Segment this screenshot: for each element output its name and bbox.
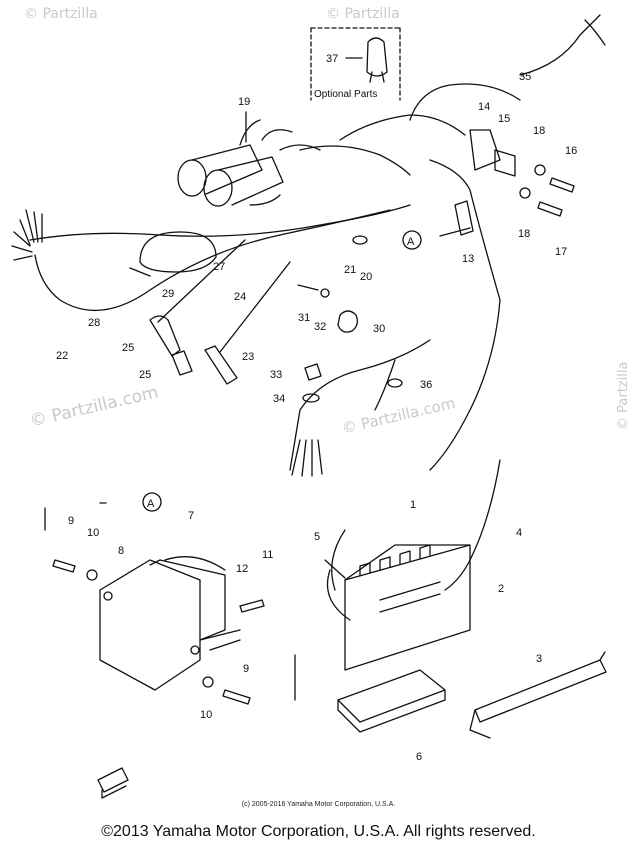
marker-a-bottom bbox=[142, 492, 162, 512]
marker-a-bottom-label: A bbox=[147, 498, 155, 510]
callout-21: 21 bbox=[344, 264, 356, 276]
callout-23: 23 bbox=[242, 351, 254, 363]
callout-22: 22 bbox=[56, 350, 68, 362]
callout-33: 33 bbox=[270, 369, 282, 381]
callout-9a: 9 bbox=[68, 515, 74, 527]
callout-9b: 9 bbox=[243, 663, 249, 675]
callout-29: 29 bbox=[162, 288, 174, 300]
starter-relay-bracket bbox=[439, 129, 575, 237]
callout-19: 19 bbox=[238, 96, 250, 108]
bolts bbox=[52, 559, 265, 705]
horn bbox=[129, 231, 217, 277]
callout-35: 35 bbox=[519, 71, 531, 83]
fuse-holder bbox=[97, 767, 129, 799]
callout-2: 2 bbox=[498, 583, 504, 595]
callout-20: 20 bbox=[360, 271, 372, 283]
callout-25b: 25 bbox=[139, 369, 151, 381]
callout-15: 15 bbox=[498, 113, 510, 125]
battery-band bbox=[469, 651, 607, 739]
callout-30: 30 bbox=[373, 323, 385, 335]
callout-11: 11 bbox=[262, 549, 273, 561]
battery bbox=[324, 544, 471, 671]
callout-18a: 18 bbox=[533, 125, 545, 137]
callout-16: 16 bbox=[565, 145, 577, 157]
battery-case bbox=[337, 669, 446, 733]
callout-25a: 25 bbox=[122, 342, 134, 354]
wire-harness bbox=[11, 14, 606, 477]
copyright-notice: ©2013 Yamaha Motor Corporation, U.S.A. A… bbox=[101, 823, 536, 840]
leads bbox=[331, 459, 501, 591]
callout-37: 37 bbox=[326, 53, 338, 65]
ignition-coils bbox=[177, 111, 321, 207]
dash-marks bbox=[44, 502, 296, 701]
callout-13: 13 bbox=[462, 253, 474, 265]
optional-parts-label: Optional Parts bbox=[314, 89, 377, 100]
callout-7: 7 bbox=[188, 510, 194, 522]
callout-1: 1 bbox=[410, 499, 416, 511]
marker-a-top-label: A bbox=[407, 236, 415, 248]
diagram-credit: (c) 2005-2016 Yamaha Motor Corporation, … bbox=[241, 801, 396, 808]
callout-36: 36 bbox=[420, 379, 432, 391]
callout-27: 27 bbox=[213, 261, 225, 273]
callout-17: 17 bbox=[555, 246, 567, 258]
optional-parts-box bbox=[310, 27, 401, 101]
watermark-top-center: © Partzilla bbox=[326, 6, 400, 22]
callout-34: 34 bbox=[273, 393, 285, 405]
callout-24: 24 bbox=[234, 291, 246, 303]
callout-3: 3 bbox=[536, 653, 542, 665]
callout-10a: 10 bbox=[87, 527, 99, 539]
callout-28: 28 bbox=[88, 317, 100, 329]
regulator-bracket bbox=[99, 556, 241, 691]
watermark-top-left: © Partzilla bbox=[24, 6, 98, 22]
callout-32: 32 bbox=[314, 321, 326, 333]
callout-31: 31 bbox=[298, 312, 310, 324]
callout-5: 5 bbox=[314, 531, 320, 543]
callout-14: 14 bbox=[478, 101, 490, 113]
callout-18b: 18 bbox=[518, 228, 530, 240]
callout-8: 8 bbox=[118, 545, 124, 557]
callout-4: 4 bbox=[516, 527, 522, 539]
callout-6: 6 bbox=[416, 751, 422, 763]
neutral-switch bbox=[297, 235, 403, 403]
plug-caps bbox=[149, 239, 291, 385]
marker-a-top bbox=[402, 230, 422, 250]
callout-12: 12 bbox=[236, 563, 248, 575]
callout-10b: 10 bbox=[200, 709, 212, 721]
